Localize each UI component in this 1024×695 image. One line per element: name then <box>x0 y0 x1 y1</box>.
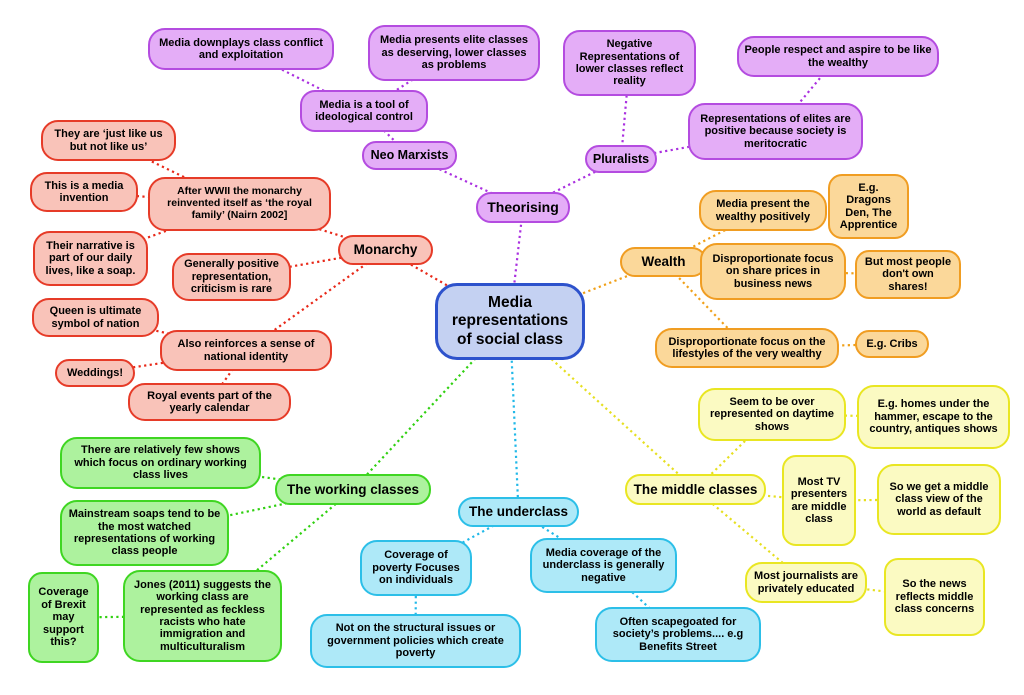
node-people-respect[interactable]: People respect and aspire to be like the… <box>737 36 939 77</box>
node-monarchy[interactable]: Monarchy <box>338 235 433 265</box>
node-ideological-control[interactable]: Media is a tool of ideological control <box>300 90 428 132</box>
node-middle-classes[interactable]: The middle classes <box>625 474 766 505</box>
node-wealth[interactable]: Wealth <box>620 247 707 277</box>
node-generally-positive[interactable]: Generally positive representation, criti… <box>172 253 291 301</box>
node-reinforces-identity[interactable]: Also reinforces a sense of national iden… <box>160 330 332 371</box>
node-media-invention[interactable]: This is a media invention <box>30 172 138 212</box>
node-downplays[interactable]: Media downplays class conflict and explo… <box>148 28 334 70</box>
node-neo-marxists[interactable]: Neo Marxists <box>362 141 457 170</box>
node-scapegoated[interactable]: Often scapegoated for society’s problems… <box>595 607 761 662</box>
node-share-prices[interactable]: Disproportionate focus on share prices i… <box>700 243 846 300</box>
node-working-classes[interactable]: The working classes <box>275 474 431 505</box>
node-weddings[interactable]: Weddings! <box>55 359 135 387</box>
node-underclass[interactable]: The underclass <box>458 497 579 527</box>
node-just-like-us[interactable]: They are ‘just like us but not like us’ <box>41 120 176 161</box>
node-jones[interactable]: Jones (2011) suggests the working class … <box>123 570 282 662</box>
node-pluralists[interactable]: Pluralists <box>585 145 657 173</box>
node-journalists[interactable]: Most journalists are privately educated <box>745 562 867 603</box>
node-elite-deserving[interactable]: Media presents elite classes as deservin… <box>368 25 540 81</box>
node-coverage-negative[interactable]: Media coverage of the underclass is gene… <box>530 538 677 593</box>
node-royal-events[interactable]: Royal events part of the yearly calendar <box>128 383 291 421</box>
node-present-positively[interactable]: Media present the wealthy positively <box>699 190 827 231</box>
node-homes-hammer[interactable]: E.g. homes under the hammer, escape to t… <box>857 385 1010 449</box>
node-negative-reps[interactable]: Negative Representations of lower classe… <box>563 30 696 96</box>
node-few-shows[interactable]: There are relatively few shows which foc… <box>60 437 261 489</box>
node-narrative-soap[interactable]: Their narrative is part of our daily liv… <box>33 231 148 286</box>
node-center[interactable]: Media representations of social class <box>435 283 585 360</box>
node-tv-presenters[interactable]: Most TV presenters are middle class <box>782 455 856 546</box>
node-theorising[interactable]: Theorising <box>476 192 570 223</box>
node-after-wwii[interactable]: After WWII the monarchy reinvented itsel… <box>148 177 331 231</box>
node-class-view[interactable]: So we get a middle class view of the wor… <box>877 464 1001 535</box>
node-lifestyles[interactable]: Disproportionate focus on the lifestyles… <box>655 328 839 368</box>
node-daytime-shows[interactable]: Seem to be over represented on daytime s… <box>698 388 846 441</box>
node-own-shares[interactable]: But most people don't own shares! <box>855 250 961 299</box>
node-dragons-den[interactable]: E.g. Dragons Den, The Apprentice <box>828 174 909 239</box>
node-structural-issues[interactable]: Not on the structural issues or governme… <box>310 614 521 668</box>
node-coverage-poverty[interactable]: Coverage of poverty Focuses on individua… <box>360 540 472 596</box>
node-queen-symbol[interactable]: Queen is ultimate symbol of nation <box>32 298 159 337</box>
node-mainstream-soaps[interactable]: Mainstream soaps tend to be the most wat… <box>60 500 229 566</box>
node-elites-positive[interactable]: Representations of elites are positive b… <box>688 103 863 160</box>
node-news-reflects[interactable]: So the news reflects middle class concer… <box>884 558 985 636</box>
node-cribs[interactable]: E.g. Cribs <box>855 330 929 358</box>
node-brexit[interactable]: Coverage of Brexit may support this? <box>28 572 99 663</box>
